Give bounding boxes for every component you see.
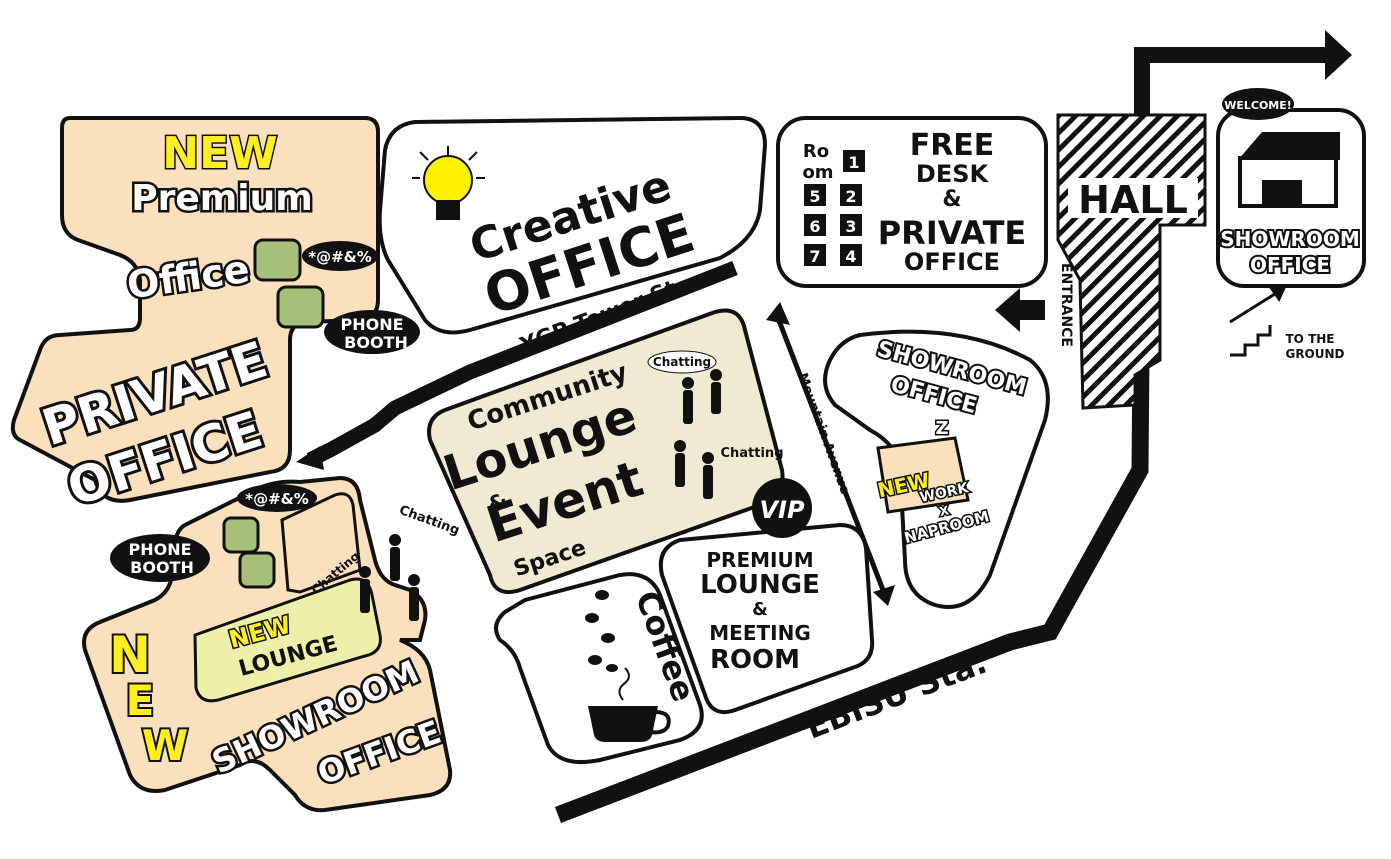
naproom-area — [876, 436, 970, 514]
to-the-ground-label-1: TO THE — [1286, 332, 1335, 346]
left-phone-booth-1 — [222, 516, 260, 554]
big-new-w: W — [142, 721, 188, 770]
premium-lounge-label-1: PREMIUM — [706, 548, 813, 572]
entrance-arrow — [995, 288, 1045, 332]
room-number-3: 3 — [845, 217, 856, 236]
free-desk-label-3: PRIVATE — [878, 214, 1027, 252]
premium-lounge-label-4: ROOM — [710, 645, 800, 675]
premium-lounge-label-3: MEETING — [709, 621, 810, 645]
mountain-arrowhead-bottom — [873, 585, 895, 606]
left-symbols: *@#&% — [245, 490, 309, 508]
new-premium-label: Premium — [131, 178, 313, 219]
premium-phone-bubble — [324, 310, 420, 354]
mountain-arrowhead-top — [766, 302, 790, 325]
premium-symbols: *@#&% — [308, 248, 372, 266]
coffee-cup-icon — [588, 667, 671, 742]
vip-label: VIP — [759, 496, 805, 524]
left-phone-bubble — [110, 534, 210, 582]
chatting-label-a: Chatting — [653, 355, 711, 369]
premium-lounge-amp: & — [752, 599, 768, 620]
chatting-label-d: Chatting — [397, 503, 461, 539]
room-boxes — [804, 150, 865, 266]
room-number-4: 4 — [845, 247, 856, 266]
nap-z-label: Z — [935, 418, 948, 439]
house-icon — [1238, 132, 1340, 208]
big-new-e: E — [126, 676, 155, 725]
premium-phone-label-1: PHONE — [340, 315, 403, 334]
people-icon-a — [682, 369, 722, 424]
left-phone-label-1: PHONE — [128, 540, 191, 559]
free-desk-label-2: DESK — [916, 160, 990, 188]
chatting-bubble-a — [647, 350, 717, 374]
entrance-label: ENTRANCE — [1058, 263, 1074, 347]
room-number-2: 2 — [845, 187, 856, 206]
hall-label: HALL — [1078, 178, 1188, 222]
room-label-2: om — [802, 162, 833, 183]
free-desk-amp: & — [942, 187, 961, 212]
hall-area — [1056, 113, 1207, 410]
room-number-7: 7 — [809, 247, 820, 266]
room-number-5: 5 — [809, 187, 820, 206]
coffee-beans-icon — [585, 590, 618, 672]
premium-phone-booth-1 — [253, 238, 302, 282]
left-inner-office — [280, 492, 362, 594]
premium-symbols-bubble — [302, 241, 378, 271]
new-premium-new-label: NEW — [162, 128, 277, 179]
people-icon-c — [359, 534, 420, 621]
hall-label-bg — [1068, 178, 1198, 218]
free-desk-label-1: FREE — [910, 128, 995, 163]
people-icon-b — [674, 440, 714, 499]
welcome-bubble — [1222, 88, 1294, 120]
room-number-6: 6 — [809, 217, 820, 236]
premium-phone-booth-2 — [276, 285, 325, 329]
ebisu-road — [554, 234, 1151, 823]
lightbulb-icon — [412, 146, 485, 220]
big-new-n: N — [109, 626, 151, 684]
chatting-label-b: Chatting — [720, 446, 783, 461]
welcome-label: WELCOME! — [1224, 99, 1292, 112]
room-label-1: Ro — [803, 141, 829, 162]
vip-badge — [752, 478, 812, 538]
top-arrowhead — [1325, 30, 1352, 80]
room-number-1: 1 — [848, 153, 859, 172]
left-phone-booth-2 — [238, 551, 276, 589]
ygp-arrowhead — [296, 446, 324, 470]
left-phone-label-2: BOOTH — [130, 558, 194, 577]
left-symbols-bubble — [237, 484, 317, 512]
showroom-right-label-1: SHOWROOM — [1220, 227, 1360, 251]
showroom-right-label-2: OFFICE — [1250, 253, 1330, 277]
premium-lounge-label-2: LOUNGE — [700, 570, 820, 600]
premium-phone-label-2: BOOTH — [344, 333, 408, 352]
free-desk-label-4: OFFICE — [904, 248, 1000, 276]
creative-office-area — [377, 115, 768, 335]
stairs-icon — [1229, 286, 1287, 357]
premium-lounge-area — [658, 522, 875, 715]
premium-office-label: Office — [124, 247, 252, 308]
ygp-road — [306, 261, 738, 467]
to-the-ground-label-2: GROUND — [1285, 347, 1344, 361]
